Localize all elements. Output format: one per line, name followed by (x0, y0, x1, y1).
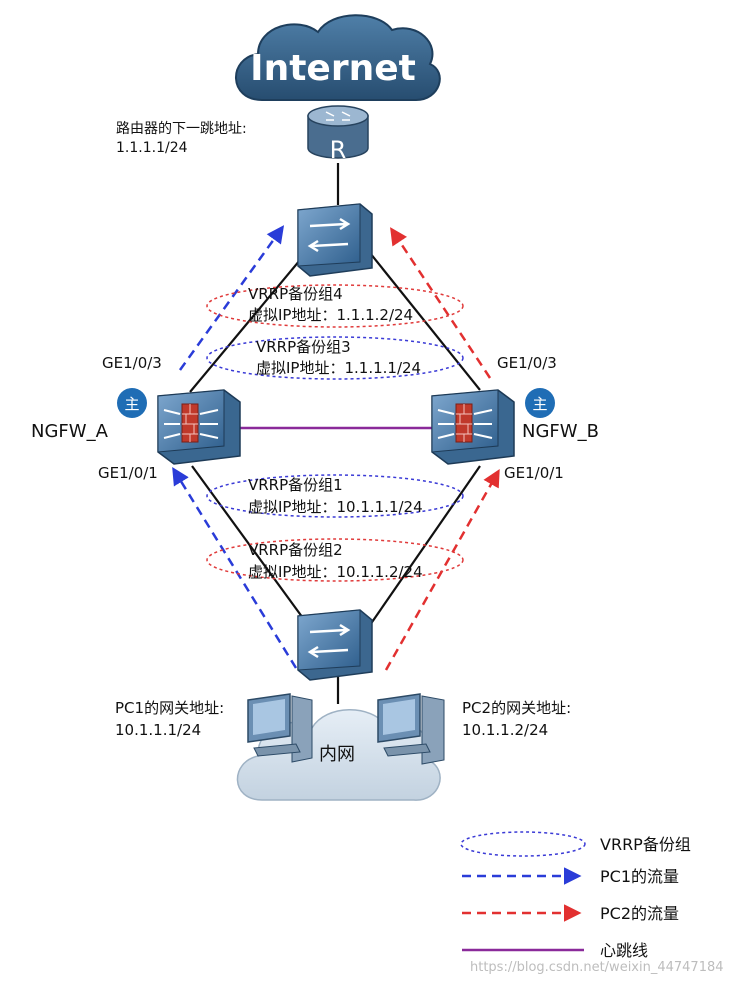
vrrp-group-1-vip: 虚拟IP地址：10.1.1.1/24 (248, 498, 423, 516)
bottom-switch (297, 609, 373, 681)
switch-arrows-icon (307, 623, 351, 659)
ngfw-a-master-badge-text: 主 (124, 395, 139, 413)
watermark: https://blog.csdn.net/weixin_44747184 (470, 960, 724, 975)
router-glyph: R (330, 136, 347, 164)
vrrp-group-2-vip: 虚拟IP地址：10.1.1.2/24 (248, 563, 423, 581)
ngfw-a-name: NGFW_A (31, 421, 109, 442)
vrrp-group-4-name: VRRP备份组4 (248, 285, 343, 303)
switch-arrows-icon (307, 217, 351, 253)
ngfw-b-up-port: GE1/0/3 (497, 354, 557, 372)
vrrp-group-4-vip: 虚拟IP地址：1.1.1.2/24 (248, 306, 413, 324)
pc2-gateway-line2: 10.1.1.2/24 (462, 721, 548, 739)
vrrp-group-1-ellipse (206, 474, 464, 518)
vrrp-group-1-name: VRRP备份组1 (248, 476, 343, 494)
pc2-computer (377, 693, 445, 765)
vrrp-group-3-ellipse (206, 336, 464, 380)
router: R (307, 105, 369, 164)
ngfw-b-master-badge-text: 主 (532, 395, 547, 413)
internet-label: Internet (250, 48, 416, 89)
vrrp-group-2-ellipse (206, 538, 464, 582)
pc2-gateway-line1: PC2的网关地址: (462, 699, 571, 717)
vrrp-group-2-name: VRRP备份组2 (248, 541, 343, 559)
top-switch (297, 203, 373, 277)
legend: VRRP备份组 PC1的流量 PC2的流量 心跳线 (460, 831, 691, 960)
pc1-computer (247, 693, 313, 763)
vrrp-group-4-ellipse (206, 284, 464, 328)
ngfw-a-master-badge (117, 388, 147, 418)
ngfw-b-master-badge (525, 388, 555, 418)
legend-heartbeat-label: 心跳线 (600, 941, 648, 960)
ngfw-b-down-port: GE1/0/1 (504, 464, 564, 482)
intranet-label: 内网 (319, 744, 355, 765)
pc1-gateway-line1: PC1的网关地址: (115, 699, 224, 717)
pc1-gateway-line2: 10.1.1.1/24 (115, 721, 201, 739)
router-nexthop-line2: 1.1.1.1/24 (116, 140, 188, 156)
legend-pc2-label: PC2的流量 (600, 904, 679, 923)
router-nexthop-line1: 路由器的下一跳地址: (116, 121, 247, 137)
ngfw-a-device (157, 389, 241, 465)
router-arrows-icon (325, 111, 351, 121)
vrrp-group-3-name: VRRP备份组3 (256, 338, 351, 356)
legend-vrrp-label: VRRP备份组 (600, 835, 691, 854)
ngfw-b-name: NGFW_B (522, 421, 599, 442)
pc2-flow-upper (390, 227, 492, 379)
pc1-flow-lower (172, 467, 298, 669)
legend-pc1-label: PC1的流量 (600, 867, 679, 886)
internet-cloud: Internet (235, 14, 441, 101)
cloud-icon (235, 14, 441, 101)
ngfw-b-device (431, 389, 515, 465)
ngfw-a-up-port: GE1/0/3 (102, 354, 162, 372)
legend-vrrp-swatch (460, 831, 586, 857)
ngfw-a-down-port: GE1/0/1 (98, 464, 158, 482)
vrrp-group-3-vip: 虚拟IP地址：1.1.1.1/24 (256, 359, 421, 377)
